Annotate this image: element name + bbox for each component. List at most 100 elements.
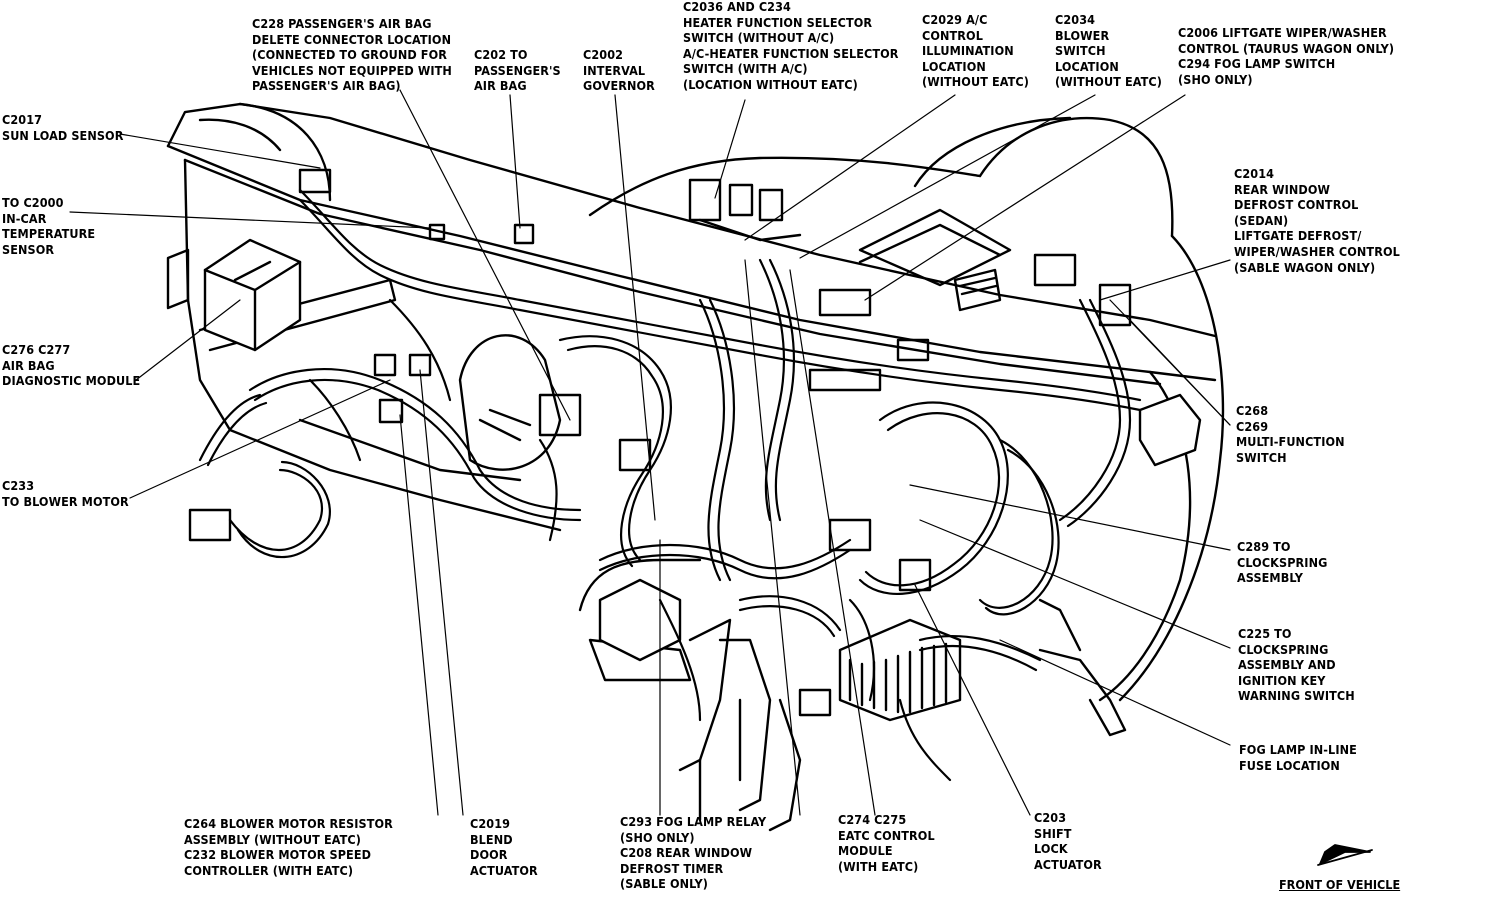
- callout-line: IN-CAR: [2, 210, 47, 226]
- callout-line: C233: [2, 478, 35, 493]
- callout-line: C289 TO: [1237, 539, 1291, 554]
- callout-line: BLOWER: [1055, 27, 1110, 43]
- components: [166, 168, 1202, 722]
- callout-line: ASSEMBLY (WITHOUT EATC): [184, 831, 361, 847]
- callout-line: LOCK: [1034, 841, 1068, 857]
- callout-line: IGNITION KEY: [1238, 672, 1326, 688]
- callout-line: VEHICLES NOT EQUIPPED WITH: [252, 62, 452, 78]
- callout-c202-passenger-air-bag: C202 TO PASSENGER'S AIR BAG: [474, 47, 561, 94]
- callout-line: DOOR: [470, 847, 508, 863]
- callout-line: FOG LAMP IN-LINE: [1239, 742, 1357, 757]
- callout-line: MULTI-FUNCTION: [1236, 434, 1345, 450]
- callout-line: C2019: [470, 816, 511, 831]
- callout-line: ASSEMBLY AND: [1238, 657, 1336, 673]
- callout-line: C2014: [1234, 166, 1275, 181]
- callout-line: (SABLE WAGON ONLY): [1234, 259, 1376, 275]
- callout-line: SUN LOAD SENSOR: [2, 127, 124, 143]
- callout-line: ASSEMBLY: [1237, 570, 1303, 586]
- callout-line: WIPER/WASHER CONTROL: [1234, 243, 1400, 259]
- callout-line: SHIFT: [1034, 825, 1072, 841]
- callout-line: DELETE CONNECTOR LOCATION: [252, 31, 452, 47]
- callout-line: (WITH EATC): [838, 858, 919, 874]
- callout-line: C293 FOG LAMP RELAY: [620, 814, 767, 829]
- callout-c203-shift-lock-actuator: C203 SHIFT LOCK ACTUATOR: [1034, 810, 1102, 872]
- callout-line: SWITCH: [1055, 43, 1106, 59]
- callout-line: (SHO ONLY): [620, 829, 695, 845]
- front-of-vehicle-label: FRONT OF VEHICLE: [1279, 877, 1401, 892]
- callout-c2014-rear-window-defrost: C2014 REAR WINDOW DEFROST CONTROL (SEDAN…: [1234, 166, 1400, 275]
- callout-c289-clockspring: C289 TO CLOCKSPRING ASSEMBLY: [1237, 539, 1327, 586]
- callout-line: C225 TO: [1238, 626, 1292, 641]
- callout-line: HEATER FUNCTION SELECTOR: [683, 14, 873, 30]
- callout-line: C2017: [2, 112, 43, 127]
- callout-line: (CONNECTED TO GROUND FOR: [252, 47, 448, 63]
- callout-c2036-heater-function-selector: C2036 AND C234 HEATER FUNCTION SELECTOR …: [683, 0, 899, 93]
- callout-line: DEFROST CONTROL: [1234, 197, 1359, 213]
- callout-c2034-blower-switch: C2034 BLOWER SWITCH LOCATION (WITHOUT EA…: [1055, 12, 1162, 90]
- callout-line: A/C-HEATER FUNCTION SELECTOR: [683, 45, 899, 61]
- callout-line: LIFTGATE DEFROST/: [1234, 228, 1362, 244]
- callout-c2029-ac-control-illumination: C2029 A/C CONTROL ILLUMINATION LOCATION …: [922, 12, 1029, 90]
- callout-line: (SEDAN): [1234, 212, 1289, 228]
- callout-line: LOCATION: [1055, 58, 1119, 74]
- callout-fog-lamp-fuse: FOG LAMP IN-LINE FUSE LOCATION: [1239, 742, 1357, 773]
- callout-line: EATC CONTROL: [838, 827, 935, 843]
- callout-line: C202 TO: [474, 47, 528, 62]
- leader-lines: [69, 89, 1231, 816]
- callout-c228-air-bag-delete-connector: C228 PASSENGER'S AIR BAG DELETE CONNECTO…: [252, 16, 452, 94]
- callout-c293-fog-lamp-relay: C293 FOG LAMP RELAY (SHO ONLY) C208 REAR…: [620, 814, 766, 892]
- callout-c2006-liftgate-wiper-washer: C2006 LIFTGATE WIPER/WASHER CONTROL (TAU…: [1178, 25, 1394, 87]
- callout-c276-air-bag-diagnostic-module: C276 C277 AIR BAG DIAGNOSTIC MODULE: [2, 342, 140, 389]
- callout-line: SENSOR: [2, 241, 55, 257]
- callout-line: CONTROLLER (WITH EATC): [184, 862, 354, 878]
- callout-line: SWITCH: [1236, 449, 1287, 465]
- callout-line: C269: [1236, 418, 1269, 434]
- callout-line: C294 FOG LAMP SWITCH: [1178, 56, 1336, 72]
- callout-line: (WITHOUT EATC): [1055, 74, 1162, 90]
- callout-line: CLOCKSPRING: [1238, 641, 1329, 657]
- callout-line: LOCATION: [922, 58, 986, 74]
- callout-line: PASSENGER'S AIR BAG): [252, 78, 401, 94]
- callout-line: DEFROST TIMER: [620, 860, 724, 876]
- callout-line: GOVERNOR: [583, 78, 655, 94]
- callout-line: CONTROL (TAURUS WAGON ONLY): [1178, 40, 1395, 56]
- callout-line: ACTUATOR: [1034, 856, 1102, 872]
- callout-c274-eatc-control-module: C274 C275 EATC CONTROL MODULE (WITH EATC…: [838, 812, 935, 874]
- callout-line: (SABLE ONLY): [620, 876, 708, 892]
- callout-line: AIR BAG: [2, 357, 55, 373]
- callout-line: (SHO ONLY): [1178, 71, 1253, 87]
- callout-line: C2036 AND C234: [683, 0, 791, 14]
- callout-line: ACTUATOR: [470, 862, 538, 878]
- callout-c2019-blend-door-actuator: C2019 BLEND DOOR ACTUATOR: [470, 816, 538, 878]
- callout-line: PASSENGER'S: [474, 62, 561, 78]
- callout-line: C2006 LIFTGATE WIPER/WASHER: [1178, 25, 1387, 40]
- callout-line: (WITHOUT EATC): [922, 74, 1029, 90]
- callout-c2000-in-car-temperature-sensor: TO C2000 IN-CAR TEMPERATURE SENSOR: [2, 195, 95, 257]
- callout-line: SWITCH (WITHOUT A/C): [683, 30, 835, 46]
- callout-c268-multi-function-switch: C268 C269 MULTI-FUNCTION SWITCH: [1236, 403, 1345, 465]
- callout-line: TEMPERATURE: [2, 226, 96, 242]
- callout-line: C228 PASSENGER'S AIR BAG: [252, 16, 432, 31]
- callout-line: BLEND: [470, 831, 513, 847]
- callout-line: C268: [1236, 403, 1269, 418]
- callout-line: C2002: [583, 47, 624, 62]
- wiring-harness: [198, 188, 1142, 782]
- callout-line: REAR WINDOW: [1234, 181, 1331, 197]
- callout-line: SWITCH (WITH A/C): [683, 61, 808, 77]
- callout-c2017-sun-load-sensor: C2017 SUN LOAD SENSOR: [2, 112, 123, 143]
- callout-line: TO C2000: [2, 195, 64, 210]
- callout-line: CLOCKSPRING: [1237, 554, 1328, 570]
- callout-line: C2034: [1055, 12, 1096, 27]
- callout-line: C208 REAR WINDOW: [620, 845, 753, 861]
- callout-c264-blower-motor-resistor: C264 BLOWER MOTOR RESISTOR ASSEMBLY (WIT…: [184, 816, 393, 878]
- front-direction-arrow-icon: [1317, 844, 1373, 866]
- callout-c2002-interval-governor: C2002 INTERVAL GOVERNOR: [583, 47, 655, 94]
- callout-line: C274 C275: [838, 812, 907, 827]
- callout-line: AIR BAG: [474, 78, 527, 94]
- callout-line: C2029 A/C: [922, 12, 988, 27]
- callout-line: (LOCATION WITHOUT EATC): [683, 76, 858, 92]
- callout-line: FUSE LOCATION: [1239, 757, 1340, 773]
- callout-line: CONTROL: [922, 27, 983, 43]
- callout-line: TO BLOWER MOTOR: [2, 493, 129, 509]
